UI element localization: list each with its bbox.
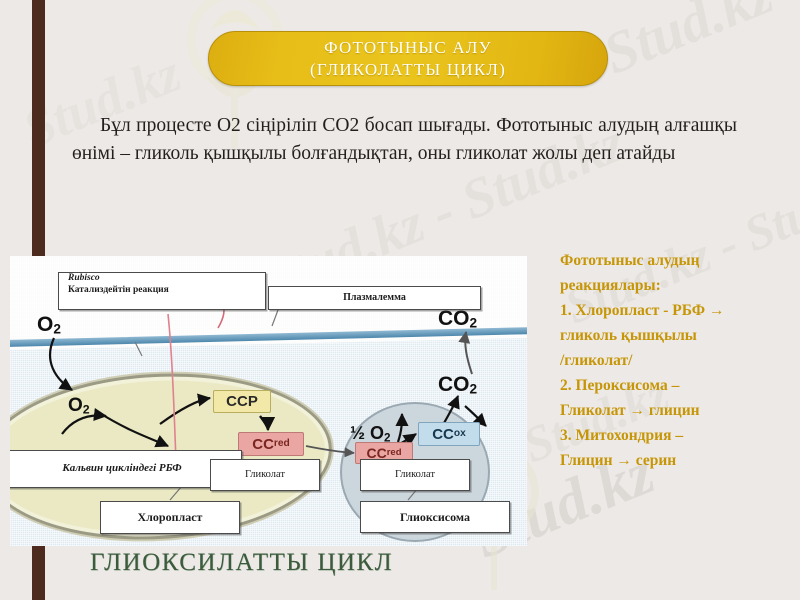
reactions-item: Гликолат → глицин <box>560 402 700 419</box>
label-box-glycolate-peroxisome: Гликолат <box>360 459 470 491</box>
reactions-item: /гликолат/ <box>560 352 633 369</box>
slide-body-paragraph: Бұл процесте O2 сіңіріліп CO2 босап шыға… <box>72 112 737 168</box>
molecule-label-co2-outside: CO2 <box>438 307 478 331</box>
reactions-item: 3. Митохондрия – <box>560 427 684 444</box>
label-box-glycolate-chloroplast: Гликолат <box>210 459 320 491</box>
molecule-label-o2-outside: O2 <box>37 313 61 337</box>
bottom-caption: ГЛИОКСИЛАТТЫ ЦИКЛ <box>90 549 394 576</box>
slide-title-line-2: (ГЛИКОЛАТТЫ ЦИКЛ) <box>309 59 506 79</box>
molecule-label-co2-cytoplasm: CO2 <box>438 373 478 397</box>
molecule-label-half-o2: ½ O2 <box>350 423 391 445</box>
label-box-glyoxysome: Глиоксисома <box>360 501 510 533</box>
label-box-rubisco: Rubisco Катализдейтін реакция <box>58 272 266 310</box>
label-box-calvin-cycle-rubp: Кальвин циклiндегi РБФ <box>10 450 242 488</box>
paragraph-text: Бұл процесте O2 сіңіріліп CO2 босап шыға… <box>72 115 737 164</box>
reactions-item: Глицин → серин <box>560 452 677 469</box>
reactions-item: гликоль қышқылы <box>560 327 697 344</box>
watermark-text: Stud.kz <box>594 0 782 87</box>
tag-ccp: CCP <box>213 390 271 413</box>
molecule-label-o2-inside: O2 <box>68 395 90 417</box>
label-box-chloroplast: Хлоропласт <box>100 501 240 534</box>
label-box-plasmalemma: Плазмалемма <box>268 286 481 310</box>
slide-title-banner: ФОТОТЫНЫС АЛУ (ГЛИКОЛАТТЫ ЦИКЛ) <box>208 31 608 86</box>
rubisco-title: Rubisco <box>68 273 100 283</box>
reactions-heading-line-2: реакциялары: <box>560 277 661 294</box>
rubisco-subtitle: Катализдейтін реакция <box>68 284 169 295</box>
reactions-list: Фототыныс алудың реакциялары: 1. Хлоропл… <box>560 248 798 473</box>
reactions-heading-line-1: Фототыныс алудың <box>560 252 700 269</box>
reactions-item: 2. Пероксисома – <box>560 377 680 394</box>
slide-title-line-1: ФОТОТЫНЫС АЛУ <box>324 37 492 57</box>
reactions-item: 1. Хлоропласт - РБФ → <box>560 302 725 319</box>
